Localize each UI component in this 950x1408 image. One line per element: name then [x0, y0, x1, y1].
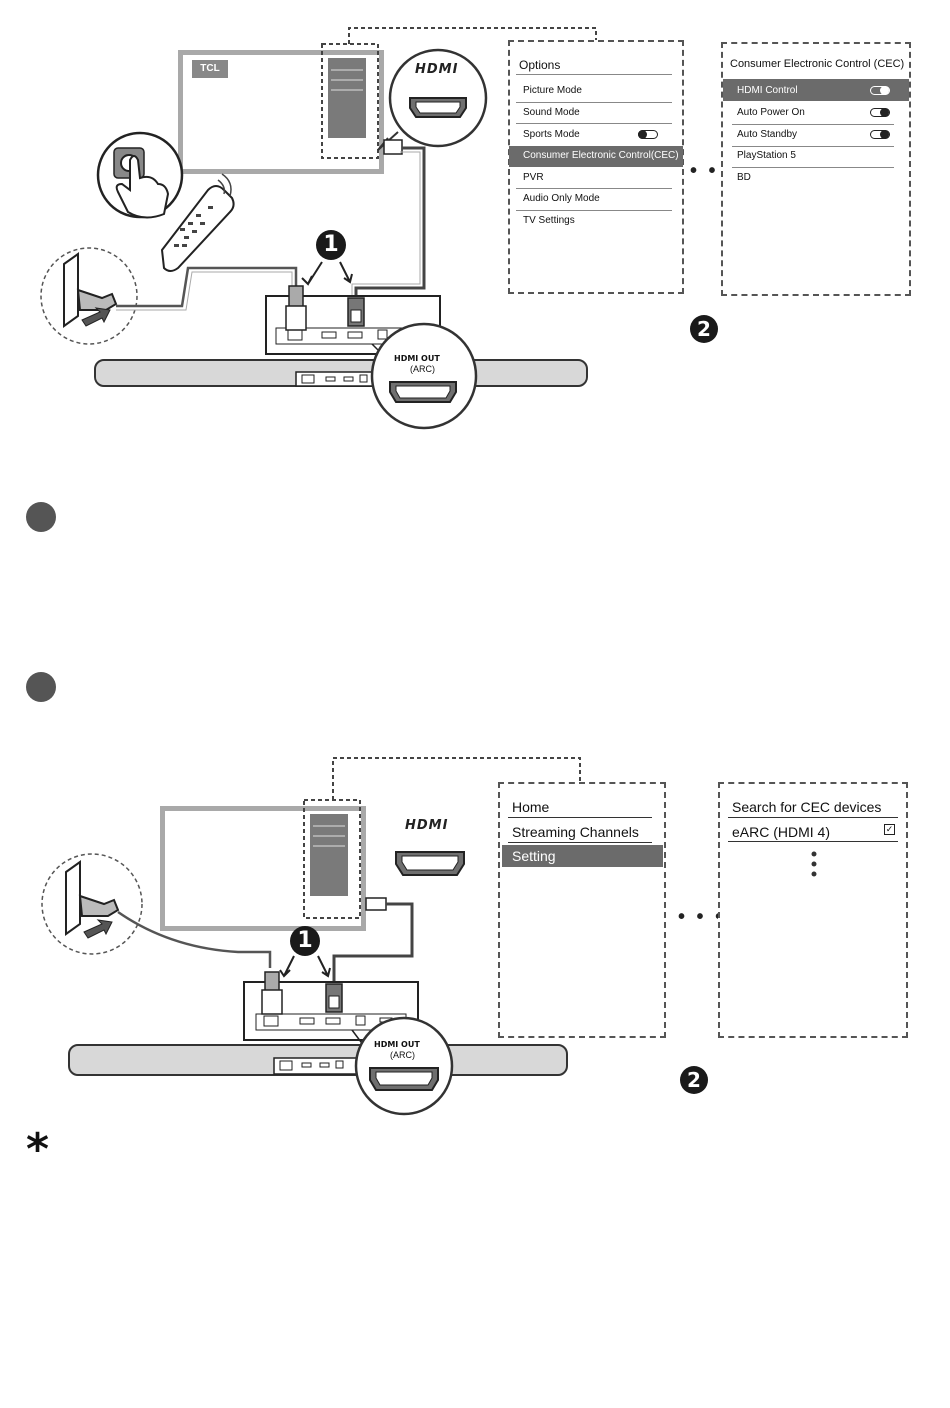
bullet-point — [26, 502, 56, 532]
menu-item-playstation-5[interactable]: PlayStation 5 — [737, 150, 796, 161]
hdmi-control-toggle[interactable] — [870, 85, 890, 95]
menu-item-cec-selected[interactable] — [509, 146, 683, 167]
menu-item-pvr[interactable]: PVR — [523, 172, 544, 183]
arc-label: (ARC) — [410, 364, 435, 374]
menu-item-sports-mode[interactable]: Sports Mode — [523, 129, 580, 140]
menu-item-cec[interactable]: Consumer Electronic Control(CEC) — [523, 150, 679, 161]
hdmi-logo: HDMI — [405, 818, 449, 833]
divider — [728, 841, 898, 842]
menu-item-auto-power-on[interactable]: Auto Power On — [737, 107, 805, 118]
step-2-badge: 2 — [680, 1066, 708, 1094]
menu-item-home[interactable]: Home — [512, 799, 550, 815]
step-1-badge: 1 — [290, 926, 320, 956]
divider — [728, 817, 898, 818]
menu-item-hdmi-control-selected[interactable] — [723, 79, 909, 101]
menu-item-search-cec-devices[interactable]: Search for CEC devices — [732, 799, 882, 815]
menu-item-setting[interactable]: Setting — [512, 848, 556, 864]
menu-item-audio-only-mode[interactable]: Audio Only Mode — [523, 193, 600, 204]
step-2-badge: 2 — [690, 315, 718, 343]
menu-item-bd[interactable]: BD — [737, 172, 751, 183]
hdmi-logo: HDMI — [415, 62, 459, 77]
divider — [508, 842, 652, 843]
divider — [732, 124, 894, 125]
tv-side-panel — [310, 814, 348, 896]
options-menu — [508, 40, 684, 294]
menu-item-streaming-channels[interactable]: Streaming Channels — [512, 824, 639, 840]
tv-logo: TCL — [192, 60, 228, 78]
step-1-badge: 1 — [316, 230, 346, 260]
auto-power-on-toggle[interactable] — [870, 107, 890, 117]
divider — [516, 123, 672, 124]
home-menu — [498, 782, 666, 1038]
divider — [516, 188, 672, 189]
note-asterisk: * — [26, 1124, 50, 1175]
divider — [732, 146, 894, 147]
hdmi-out-label: HDMI OUT — [374, 1040, 420, 1049]
divider — [516, 74, 672, 75]
divider — [732, 167, 894, 168]
divider — [516, 210, 672, 211]
auto-standby-toggle[interactable] — [870, 129, 890, 139]
divider — [508, 817, 652, 818]
sports-mode-toggle[interactable] — [638, 129, 658, 139]
arc-label: (ARC) — [390, 1050, 415, 1060]
hdmi-out-label: HDMI OUT — [394, 354, 440, 363]
bullet-point — [26, 672, 56, 702]
tv-side-panel — [328, 58, 366, 138]
menu-item-picture-mode[interactable]: Picture Mode — [523, 85, 582, 96]
divider — [516, 102, 672, 103]
menu-item-earc-hdmi-4[interactable]: eARC (HDMI 4) — [732, 824, 831, 840]
ellipsis: • • • — [678, 906, 726, 928]
menu-item-setting-selected[interactable] — [502, 845, 663, 867]
earc-checkbox[interactable]: ✓ — [884, 824, 895, 835]
options-menu-title: Options — [519, 58, 561, 72]
menu-item-hdmi-control[interactable]: HDMI Control — [737, 85, 798, 96]
menu-item-auto-standby[interactable]: Auto Standby — [737, 129, 798, 140]
menu-item-sound-mode[interactable]: Sound Mode — [523, 107, 580, 118]
menu-item-tv-settings[interactable]: TV Settings — [523, 215, 575, 226]
cec-menu-title: Consumer Electronic Control (CEC) — [730, 58, 905, 70]
cec-search-menu — [718, 782, 908, 1038]
